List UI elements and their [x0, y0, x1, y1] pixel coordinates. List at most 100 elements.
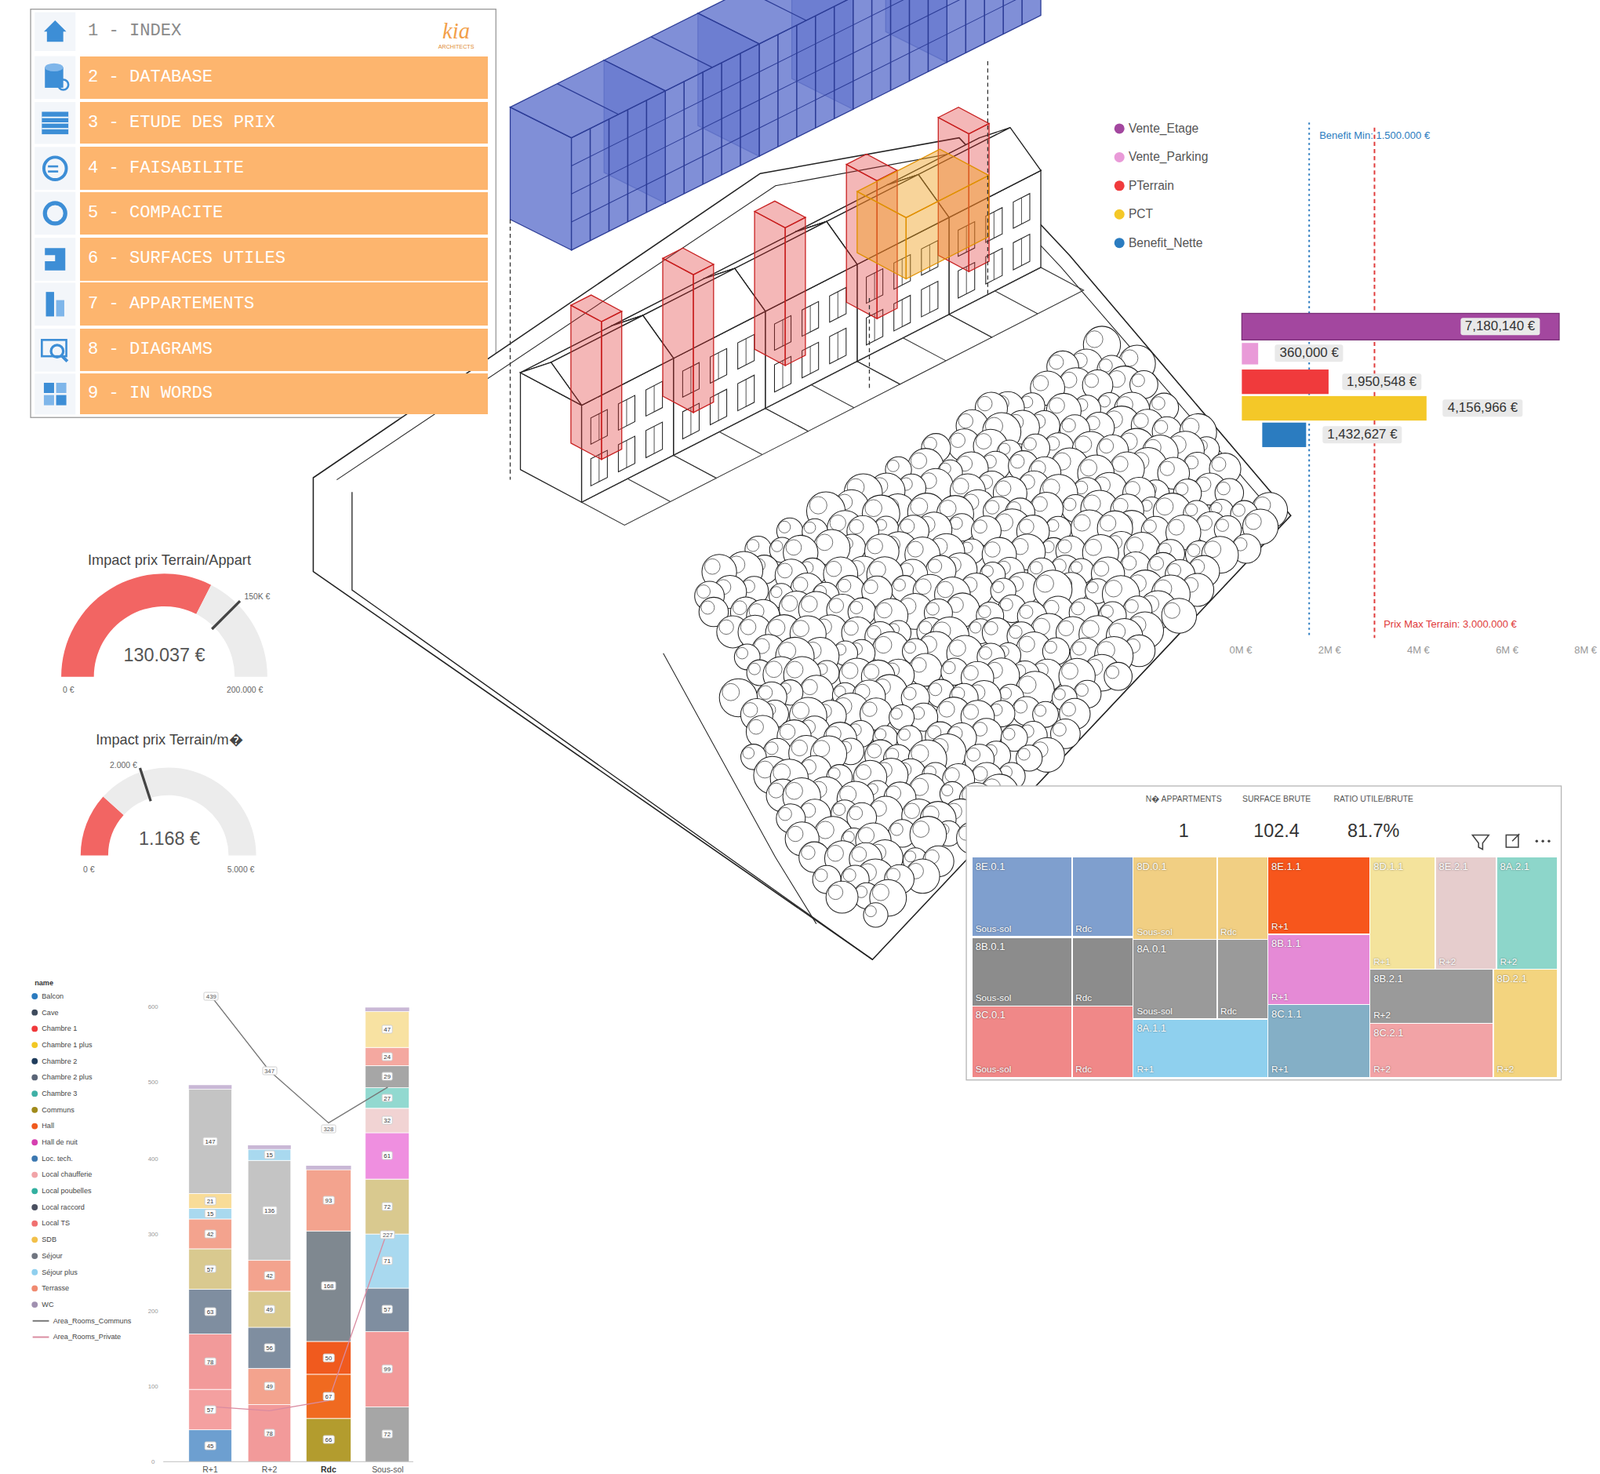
chart-label: 328: [320, 1123, 336, 1133]
segment-value: 168: [320, 1281, 336, 1291]
tree-detail: [787, 825, 804, 842]
euro-icon: [43, 156, 67, 180]
tree-detail: [893, 578, 906, 591]
window-mullion: [810, 346, 811, 375]
node-text: 8C.1.1: [1271, 1008, 1302, 1021]
tree-detail: [926, 602, 939, 615]
stair-volume: [662, 258, 694, 412]
stacked-segment: [365, 1087, 410, 1109]
bar-value: 1,950,548 €: [1341, 373, 1422, 390]
legend-swatch: [31, 1236, 38, 1243]
tree-detail: [850, 601, 863, 615]
expand-icon: [1512, 833, 1520, 841]
treemap-cell: 8D.1.1R+1: [1370, 857, 1435, 969]
stacked-segment: [247, 1327, 291, 1368]
chart-label: R+2: [261, 1465, 277, 1474]
segment-value: 15: [263, 1150, 276, 1160]
window-mullion: [654, 425, 655, 454]
window-mullion: [901, 299, 903, 328]
tree-detail: [841, 662, 859, 680]
tree-detail: [1061, 418, 1076, 433]
window: [1013, 234, 1030, 270]
tree-detail: [1063, 498, 1077, 511]
tree-detail: [1154, 420, 1168, 434]
filter-icon: [1472, 834, 1489, 849]
legend-text: Chambre 1 plus: [41, 1040, 92, 1049]
tree-detail: [856, 764, 872, 780]
node-text: Rdc: [1075, 923, 1092, 934]
node-text: 8D.0.1: [1136, 860, 1167, 873]
tree-detail: [1211, 457, 1226, 472]
tree-detail: [1034, 705, 1047, 717]
tree-detail: [958, 413, 973, 428]
tree-detail: [749, 719, 764, 735]
gauge-text: 5.000 €: [227, 865, 255, 875]
tree-detail: [903, 687, 917, 700]
structure-slab: [571, 146, 666, 194]
node-text: R+1: [1271, 921, 1289, 932]
bar-value: 1,432,627 €: [1322, 425, 1402, 443]
menu-label: 5 - COMPACITE: [87, 203, 223, 223]
tree-detail: [722, 683, 740, 701]
stacked-segment: [247, 1367, 291, 1404]
legend-swatch: [1114, 152, 1125, 163]
tree-detail: [1076, 683, 1089, 697]
axis-tick: 4M €: [1407, 643, 1430, 656]
node-text: Rdc: [1075, 992, 1092, 1004]
tree-detail: [792, 620, 810, 637]
tree-detail: [777, 563, 793, 579]
stacked-segment: [365, 1011, 410, 1048]
logo-text: ARCHITECTS: [438, 43, 475, 51]
tree-detail: [1101, 604, 1114, 618]
euro-icon: [47, 170, 59, 173]
structure-mullion: [965, 0, 968, 53]
stair-volume: [693, 264, 714, 413]
gauge-text: Impact prix Terrain/Appart: [87, 552, 251, 569]
tree-detail: [792, 701, 809, 719]
structure-slab: [946, 0, 1041, 7]
tree-detail: [1014, 700, 1027, 713]
stacked-segment: [247, 1290, 291, 1328]
tree-detail: [1112, 456, 1128, 473]
tree-detail: [941, 784, 953, 796]
stacked-segment: [189, 1248, 233, 1290]
tree-detail: [749, 662, 761, 675]
tree-detail: [719, 619, 734, 634]
tree-detail: [1052, 722, 1066, 736]
node-text: Rdc: [1220, 1006, 1237, 1017]
window-mullion: [1021, 197, 1022, 224]
tree-detail: [876, 602, 893, 619]
node-text: R+2: [1373, 1064, 1391, 1075]
tree-detail: [773, 763, 791, 782]
axis-tick: 8M €: [1574, 643, 1597, 656]
tree-detail: [1019, 605, 1033, 619]
chart-label: 500: [148, 1078, 159, 1086]
tree-detail: [1049, 354, 1064, 369]
legend-swatch: [1114, 123, 1125, 134]
projection-line: [869, 298, 870, 389]
tree-detail: [900, 519, 915, 534]
tree-detail: [927, 559, 942, 573]
legend-text: Communs: [41, 1105, 74, 1113]
reference-label: Benefit Min: 1.500.000 €: [1319, 130, 1430, 142]
legend-text: Cave: [41, 1007, 59, 1016]
segment-value: 42: [204, 1229, 217, 1238]
window: [738, 334, 755, 369]
legend-swatch: [1114, 180, 1125, 191]
legend-swatch: [31, 1155, 38, 1162]
tree-detail: [1152, 396, 1166, 411]
highlight-volume: [857, 149, 990, 218]
tree-detail: [1187, 544, 1200, 557]
tree-detail: [779, 723, 796, 740]
node-text: Sous-sol: [1136, 926, 1173, 937]
legend-swatch: [31, 992, 38, 1000]
tree-detail: [1094, 560, 1110, 576]
window-mullion: [718, 393, 720, 422]
tree-detail: [1081, 620, 1099, 638]
tree-detail: [963, 665, 979, 680]
legend-text: Benefit_Nette: [1128, 236, 1204, 251]
window-mullion: [837, 332, 839, 360]
stacked-segment: [247, 1149, 291, 1160]
tree-detail: [942, 661, 956, 674]
